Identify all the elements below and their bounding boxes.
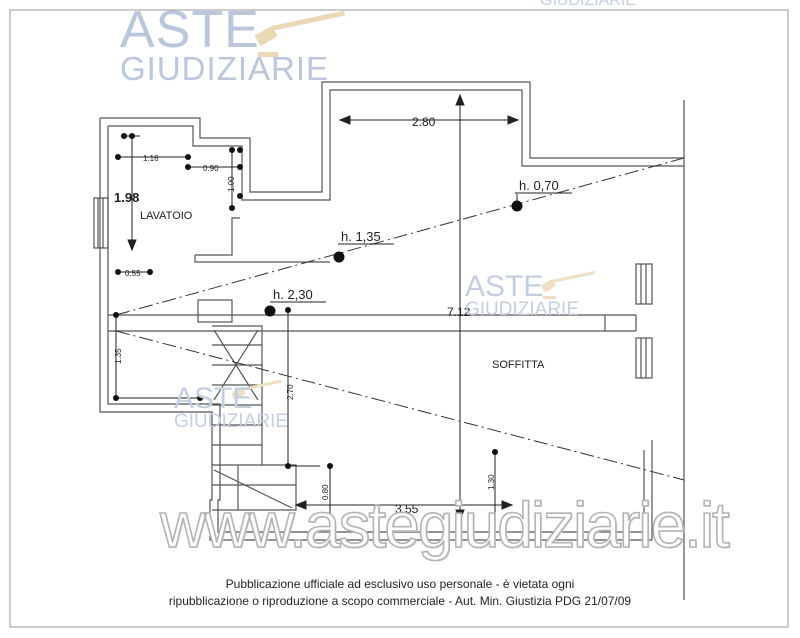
gavel-icon bbox=[541, 270, 596, 299]
dimension-0-80: 0.80 bbox=[321, 484, 330, 500]
gavel-icon bbox=[231, 379, 282, 400]
watermark-logo-center: ASTE GIUDIZIARIE bbox=[465, 270, 580, 320]
watermark-logo: ASTE GIUDIZIARIE bbox=[120, 4, 329, 85]
disclaimer-line-1: Pubblicazione ufficiale ad esclusivo uso… bbox=[225, 577, 575, 591]
dimension-3-55: 3.55 bbox=[395, 502, 419, 516]
watermark-brand-bottom: GIUDIZIARIE bbox=[465, 299, 580, 320]
gavel-icon bbox=[255, 10, 346, 57]
watermark-logo-left: ASTE GIUDIZIARIE bbox=[174, 382, 289, 432]
dimension-1-98: 1.98 bbox=[114, 190, 139, 205]
dimension-0-90: 0.90 bbox=[203, 164, 219, 173]
dimension-lines bbox=[115, 93, 572, 532]
disclaimer-line-2: ripubblicazione o riproduzione a scopo c… bbox=[168, 594, 632, 608]
dimension-2-70: 2.70 bbox=[286, 384, 295, 400]
watermark-edge-text: GIUDIZIARIE bbox=[540, 0, 637, 9]
walls bbox=[93, 81, 685, 600]
dimension-1-35: 1.35 bbox=[114, 348, 123, 364]
dimension-1-16: 1.16 bbox=[143, 154, 159, 163]
dimension-7-12: 7.12 bbox=[447, 305, 471, 319]
watermark-brand-bottom: GIUDIZIARIE bbox=[174, 411, 289, 432]
watermark-brand-bottom: GIUDIZIARIE bbox=[120, 50, 330, 87]
room-label-soffitta: SOFFITTA bbox=[492, 359, 545, 371]
dimension-dots bbox=[113, 133, 523, 469]
dimension-0-55: 0.55 bbox=[125, 269, 141, 278]
watermark-brand-top: ASTE bbox=[120, 1, 260, 59]
roof-slope-lines bbox=[115, 157, 685, 481]
watermark-brand-top: ASTE bbox=[465, 270, 544, 303]
watermark-url: www.astegiudiziarie.it bbox=[159, 488, 730, 562]
dimension-1-00: 1.00 bbox=[227, 176, 236, 192]
room-label-lavatoio: LAVATOIO bbox=[140, 210, 193, 222]
dimension-2-80: 2.80 bbox=[412, 115, 436, 129]
page-frame bbox=[9, 9, 789, 628]
height-label-0-70: h. 0,70 bbox=[519, 178, 559, 193]
height-label-2-30: h. 2,30 bbox=[273, 287, 313, 302]
watermark-brand-top: ASTE bbox=[174, 382, 253, 415]
dimension-1-30: 1.30 bbox=[487, 474, 496, 490]
height-label-1-35: h. 1,35 bbox=[341, 229, 381, 244]
